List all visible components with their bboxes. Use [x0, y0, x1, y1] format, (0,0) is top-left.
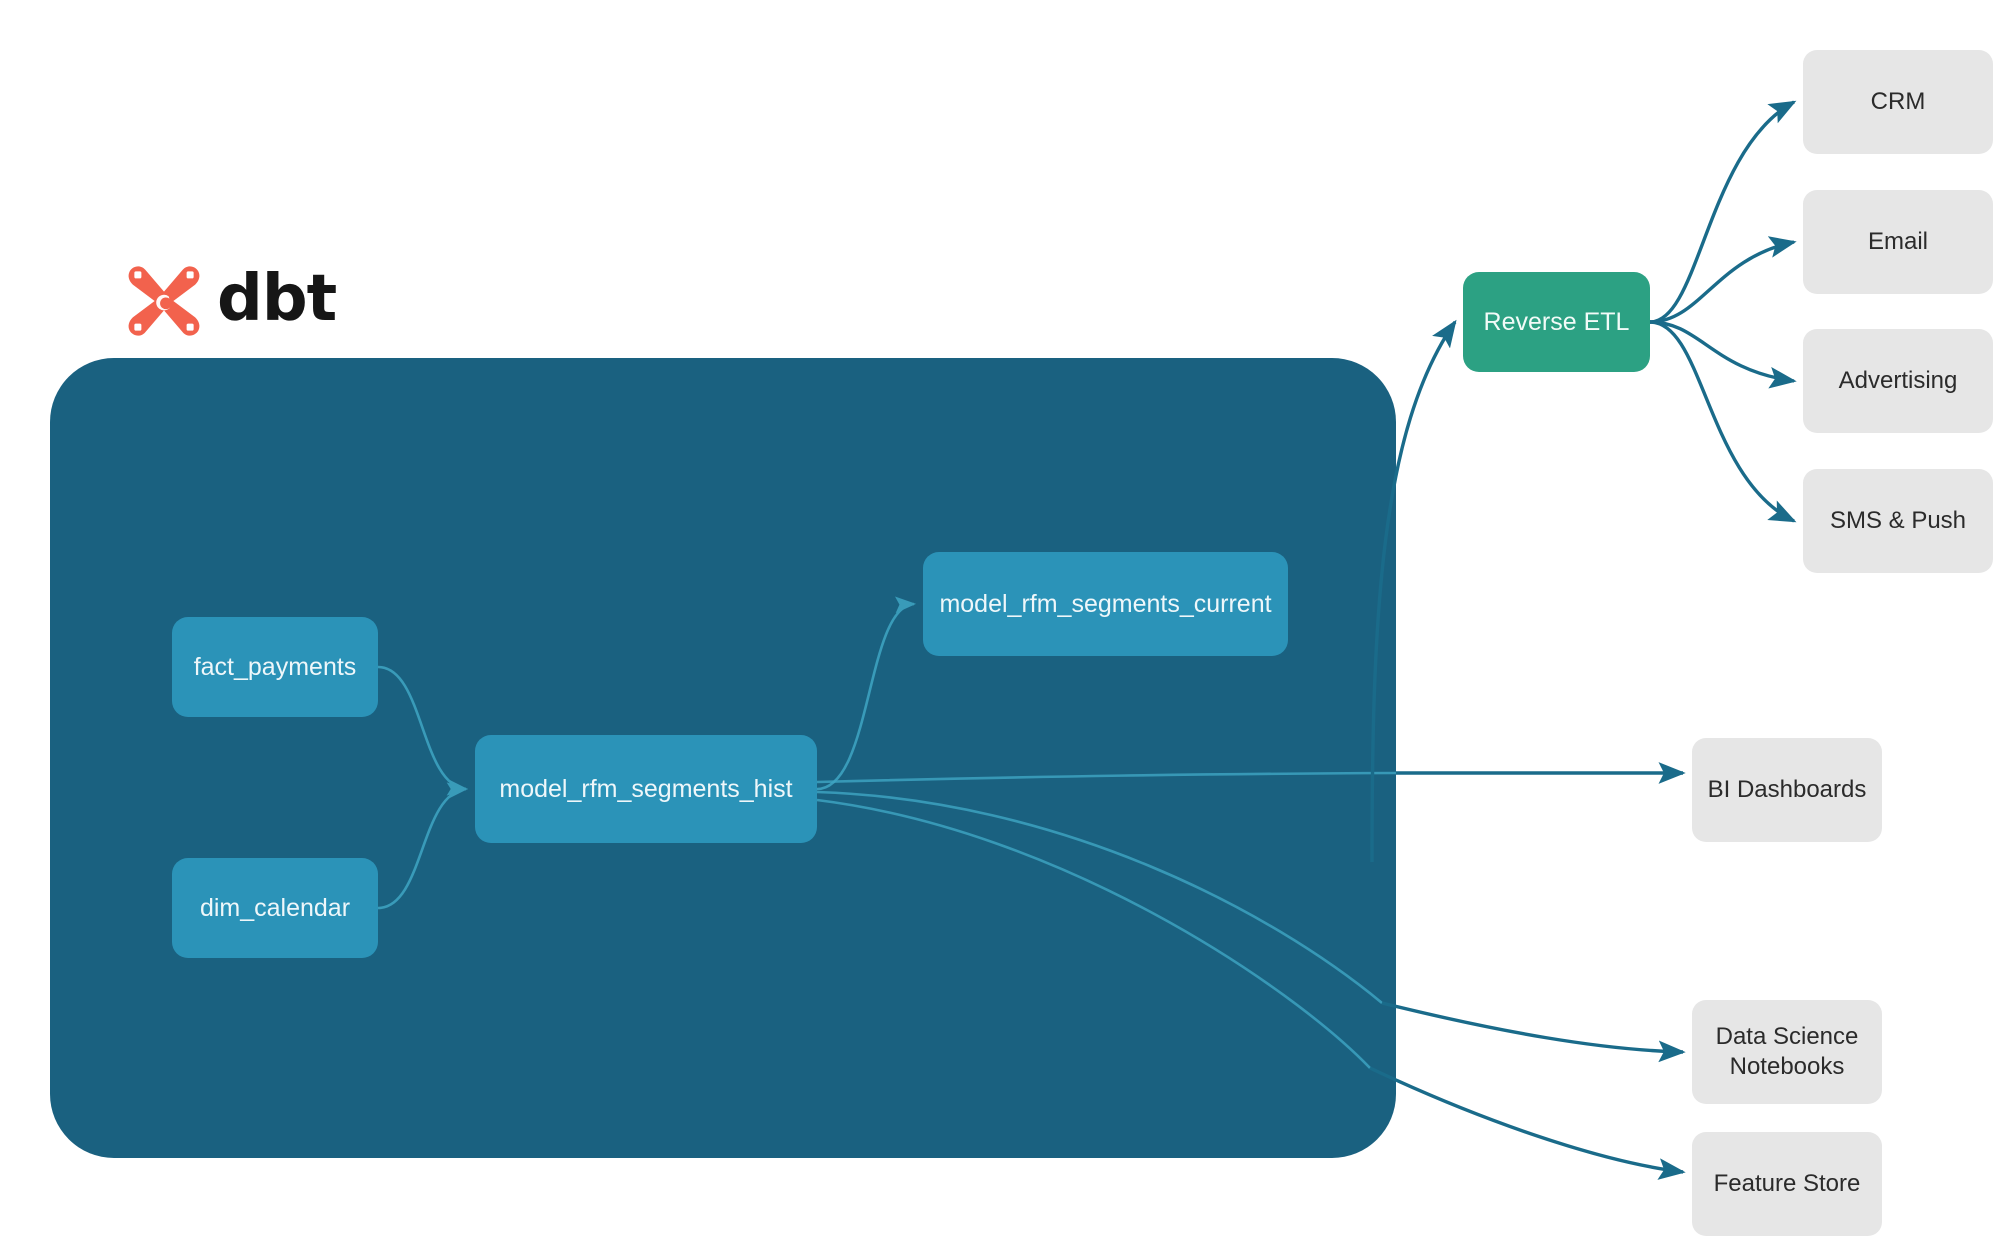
- edge-reverse-etl-to-advertising: [1649, 320, 1797, 389]
- edge-reverse-etl-to-crm: [1649, 100, 1797, 324]
- node-label: dim_calendar: [199, 893, 351, 922]
- node-label: Feature Store: [1713, 1170, 1861, 1197]
- edge-reverse-etl-to-email: [1649, 236, 1797, 324]
- node-label: CRM: [1870, 88, 1926, 115]
- node-label: model_rfm_segments_hist: [499, 774, 793, 803]
- edge-to-ds-notebooks: [1381, 1001, 1686, 1063]
- node-label: fact_payments: [193, 652, 357, 681]
- node-model-rfm-segments-current[interactable]: model_rfm_segments_current: [923, 552, 1288, 656]
- dbt-x-mark-icon: [128, 266, 200, 336]
- node-label: Reverse ETL: [1483, 307, 1630, 336]
- node-label: Email: [1867, 228, 1928, 255]
- edge-to-feature-store: [1369, 1066, 1686, 1180]
- node-crm[interactable]: CRM: [1803, 50, 1993, 154]
- node-sms-push[interactable]: SMS & Push: [1803, 469, 1993, 573]
- node-label-line-2: Notebooks: [1729, 1053, 1845, 1080]
- node-label: Data Science Notebooks: [1716, 1022, 1859, 1082]
- node-data-science-notebooks[interactable]: Data Science Notebooks: [1692, 1000, 1882, 1104]
- node-label: BI Dashboards: [1707, 776, 1867, 803]
- node-dim-calendar[interactable]: dim_calendar: [172, 858, 378, 958]
- node-bi-dashboards[interactable]: BI Dashboards: [1692, 738, 1882, 842]
- dbt-wordmark: dbt: [217, 262, 337, 336]
- node-label: model_rfm_segments_current: [939, 589, 1272, 618]
- node-advertising[interactable]: Advertising: [1803, 329, 1993, 433]
- edge-reverse-etl-to-sms-push: [1649, 320, 1797, 523]
- node-email[interactable]: Email: [1803, 190, 1993, 294]
- node-model-rfm-segments-hist[interactable]: model_rfm_segments_hist: [475, 735, 817, 843]
- node-feature-store[interactable]: Feature Store: [1692, 1132, 1882, 1236]
- node-label: Advertising: [1838, 367, 1958, 394]
- node-fact-payments[interactable]: fact_payments: [172, 617, 378, 717]
- node-label-line-1: Data Science: [1715, 1023, 1859, 1050]
- dbt-logo: dbt: [125, 258, 337, 344]
- node-reverse-etl[interactable]: Reverse ETL: [1463, 272, 1650, 372]
- node-label: SMS & Push: [1829, 507, 1967, 534]
